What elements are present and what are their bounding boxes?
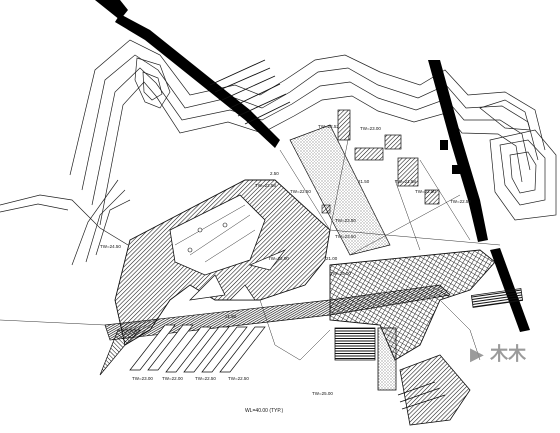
label-el4: 21.00 <box>326 256 338 261</box>
opening-2 <box>189 274 226 301</box>
contour-lines <box>0 39 557 266</box>
inner-plaza <box>169 194 266 276</box>
label-tw4: TW=21.58 <box>395 179 416 184</box>
gravel-area <box>289 124 391 256</box>
label-tw7: TW=22.50 <box>290 189 311 194</box>
label-el2: 2.50 <box>270 171 279 176</box>
construction-lines <box>0 129 501 361</box>
label-tw9: TW=23.50 <box>335 234 356 239</box>
opening-1 <box>248 249 287 271</box>
pier <box>470 288 524 308</box>
label-tw15: TW=22.50 <box>228 376 249 381</box>
watermark: ▶ 木木 <box>470 343 527 365</box>
pavilions <box>321 109 440 214</box>
label-tw1: TW=22.52 <box>318 124 339 129</box>
dotted-block <box>377 327 397 391</box>
label-bottom: WL=40.00 (TYP.) <box>245 408 283 414</box>
label-tw14: TW=22.50 <box>195 376 216 381</box>
label-tw17: TW=22.00 <box>268 256 289 261</box>
ramp-band <box>329 249 496 361</box>
elevation-labels: TW=22.52 TW=23.00 2.50 TW=22.58 21.50 TW… <box>100 124 471 414</box>
label-el1: 21.50 <box>358 179 370 184</box>
label-tw3: TW=22.58 <box>255 183 276 188</box>
label-el3: 21.90 <box>225 314 237 319</box>
label-tw2: TW=23.00 <box>360 126 381 131</box>
label-tw13: TW=22.00 <box>162 376 183 381</box>
black-wall-left <box>95 0 291 148</box>
striped-block-1 <box>334 327 376 361</box>
lower-left-wedge <box>99 329 141 376</box>
opening-3 <box>229 284 256 301</box>
steps <box>397 381 446 410</box>
label-tw5: TW=22.50 <box>415 189 436 194</box>
label-tw16: TW=25.00 <box>312 391 333 396</box>
label-tw12: TW=23.00 <box>132 376 153 381</box>
label-tw6: TW=22.50 <box>450 199 471 204</box>
parking-bays <box>129 324 266 373</box>
label-tw10: TW=24.50 <box>100 244 121 249</box>
label-tw8: TW=23.50 <box>335 218 356 223</box>
label-tw11: TW=25.00 <box>330 271 351 276</box>
